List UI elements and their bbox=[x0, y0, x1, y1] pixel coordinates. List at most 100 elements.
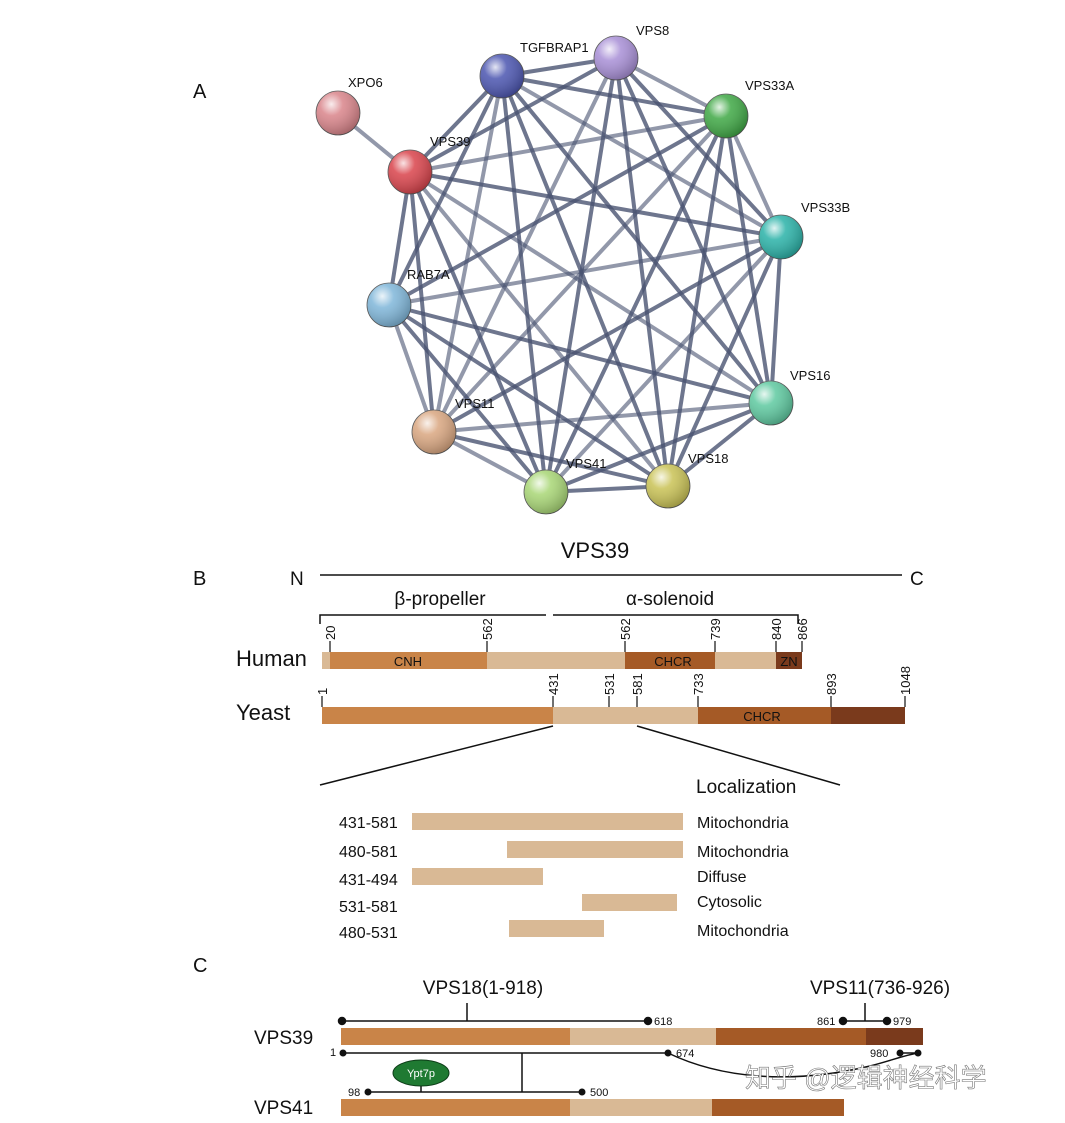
human-domain-chcr bbox=[625, 652, 715, 669]
yeast-tick-531: 531 bbox=[602, 673, 617, 695]
edge-tgfbrap1-vps18 bbox=[500, 74, 670, 488]
human-domain-chcr-label: CHCR bbox=[654, 654, 692, 669]
edge-vps39-vps11 bbox=[408, 170, 436, 434]
node-highlight bbox=[412, 410, 456, 454]
tick-500: 500 bbox=[590, 1087, 608, 1099]
node-highlight bbox=[749, 381, 793, 425]
human-tick-20: 20 bbox=[323, 626, 338, 640]
tick-980: 980 bbox=[870, 1048, 888, 1060]
node-highlight bbox=[480, 54, 524, 98]
edge-rab7a-vps16 bbox=[387, 303, 773, 405]
fragment-range-2: 480-581 bbox=[339, 844, 398, 861]
fragment-localization-4: Cytosolic bbox=[697, 894, 762, 911]
human-tick-739: 739 bbox=[708, 618, 723, 640]
vps39-c-segment-1 bbox=[341, 1028, 570, 1045]
edge-vps39-rab7a bbox=[387, 170, 412, 307]
alpha-solenoid-bracket bbox=[553, 614, 799, 624]
vps41-binding-endpoints bbox=[339, 1049, 922, 1096]
tick-1: 1 bbox=[330, 1047, 336, 1059]
tick-979: 979 bbox=[893, 1016, 911, 1028]
fragment-range-3: 431-494 bbox=[339, 872, 398, 889]
edge-vps39-vps16 bbox=[408, 170, 773, 405]
yeast-tick-893: 893 bbox=[824, 673, 839, 695]
fragment-bar-1 bbox=[412, 813, 683, 830]
node-vps8: VPS8 bbox=[593, 23, 669, 81]
edge-vps33a-vps16 bbox=[724, 114, 773, 405]
fragment-localization-3: Diffuse bbox=[697, 869, 747, 886]
edge-tgfbrap1-vps33b bbox=[500, 74, 783, 239]
vps18-binding-bracket bbox=[337, 1003, 653, 1026]
edge-vps8-vps18 bbox=[614, 56, 670, 488]
edge-tgfbrap1-vps33a bbox=[500, 74, 728, 118]
fragment-bar-5 bbox=[509, 920, 604, 937]
edge-vps33b-vps11 bbox=[432, 235, 783, 434]
panel-label-c: C bbox=[193, 955, 207, 977]
human-tick-562b: 562 bbox=[618, 618, 633, 640]
c-terminus-label: C bbox=[910, 569, 924, 590]
edge-vps39-vps33b bbox=[408, 170, 783, 239]
edge-vps33b-vps16 bbox=[769, 235, 783, 405]
node-xpo6: XPO6 bbox=[315, 75, 383, 136]
node-highlight bbox=[524, 470, 568, 514]
vps41-c-segment-3 bbox=[712, 1099, 844, 1116]
edge-vps39-vps33a bbox=[408, 114, 728, 174]
node-vps33b: VPS33B bbox=[758, 200, 850, 260]
node-label: VPS8 bbox=[636, 23, 669, 38]
edge-vps33a-vps18 bbox=[666, 114, 728, 488]
human-tick-840: 840 bbox=[769, 618, 784, 640]
human-domain-cnh bbox=[330, 652, 487, 669]
node-label: VPS18 bbox=[688, 451, 728, 466]
tick-861: 861 bbox=[817, 1016, 835, 1028]
node-label: TGFBRAP1 bbox=[520, 40, 589, 55]
edge-vps33a-vps11 bbox=[432, 114, 728, 434]
yeast-domain-chcr bbox=[698, 707, 831, 724]
fragment-bar-2 bbox=[507, 841, 683, 858]
vps11-label: VPS11(736-926) bbox=[810, 978, 950, 999]
edge-vps33a-vps41 bbox=[544, 114, 728, 494]
vps11-binding-bracket bbox=[838, 1003, 892, 1026]
edge-vps39-vps41 bbox=[408, 170, 548, 494]
edge-vps16-vps11 bbox=[432, 401, 773, 434]
node-vps33a: VPS33A bbox=[703, 78, 794, 139]
fragment-localization-2: Mitochondria bbox=[697, 844, 789, 861]
edge-tgfbrap1-rab7a bbox=[387, 74, 504, 307]
fragment-range-4: 531-581 bbox=[339, 899, 398, 916]
tick-98: 98 bbox=[348, 1087, 360, 1099]
vps39-c-segment-2 bbox=[570, 1028, 716, 1045]
edge-vps33b-vps18 bbox=[666, 235, 783, 488]
node-label: VPS33B bbox=[801, 200, 850, 215]
fragment-localization-1: Mitochondria bbox=[697, 815, 789, 832]
yeast-label: Yeast bbox=[236, 700, 290, 725]
network-nodes: XPO6TGFBRAP1VPS8VPS33AVPS39VPS33BRAB7AVP… bbox=[315, 23, 850, 515]
node-label: VPS39 bbox=[430, 134, 470, 149]
node-highlight bbox=[316, 91, 360, 135]
vps39-c-segment-4 bbox=[866, 1028, 923, 1045]
node-label: VPS41 bbox=[566, 456, 606, 471]
localization-header: Localization bbox=[696, 777, 796, 798]
node-vps11: VPS11 bbox=[411, 396, 495, 455]
edge-rab7a-vps18 bbox=[387, 303, 670, 488]
edge-rab7a-vps41 bbox=[387, 303, 548, 494]
yeast-domain-chcr-label: CHCR bbox=[743, 709, 781, 724]
node-highlight bbox=[388, 150, 432, 194]
vps18-label: VPS18(1-918) bbox=[423, 978, 543, 999]
yeast-segment-end bbox=[831, 707, 905, 724]
vps41-c-segment-2 bbox=[570, 1099, 712, 1116]
node-vps18: VPS18 bbox=[645, 451, 728, 509]
node-vps41: VPS41 bbox=[523, 456, 606, 515]
vps39-c-label: VPS39 bbox=[254, 1028, 313, 1049]
watermark: 知乎 @逻辑神经科学 bbox=[745, 1063, 987, 1093]
human-tick-562a: 562 bbox=[480, 618, 495, 640]
fragment-localization-5: Mitochondria bbox=[697, 923, 789, 940]
node-tgfbrap1: TGFBRAP1 bbox=[479, 40, 589, 99]
node-highlight bbox=[704, 94, 748, 138]
node-label: VPS33A bbox=[745, 78, 794, 93]
yeast-tick-733: 733 bbox=[691, 673, 706, 695]
yeast-tick-lines bbox=[321, 696, 906, 707]
fragment-range-1: 431-581 bbox=[339, 815, 398, 832]
node-highlight bbox=[759, 215, 803, 259]
human-tick-lines bbox=[329, 641, 803, 652]
yeast-tick-1: 1 bbox=[315, 688, 330, 695]
human-domain-zn-label: ZN bbox=[780, 654, 797, 669]
